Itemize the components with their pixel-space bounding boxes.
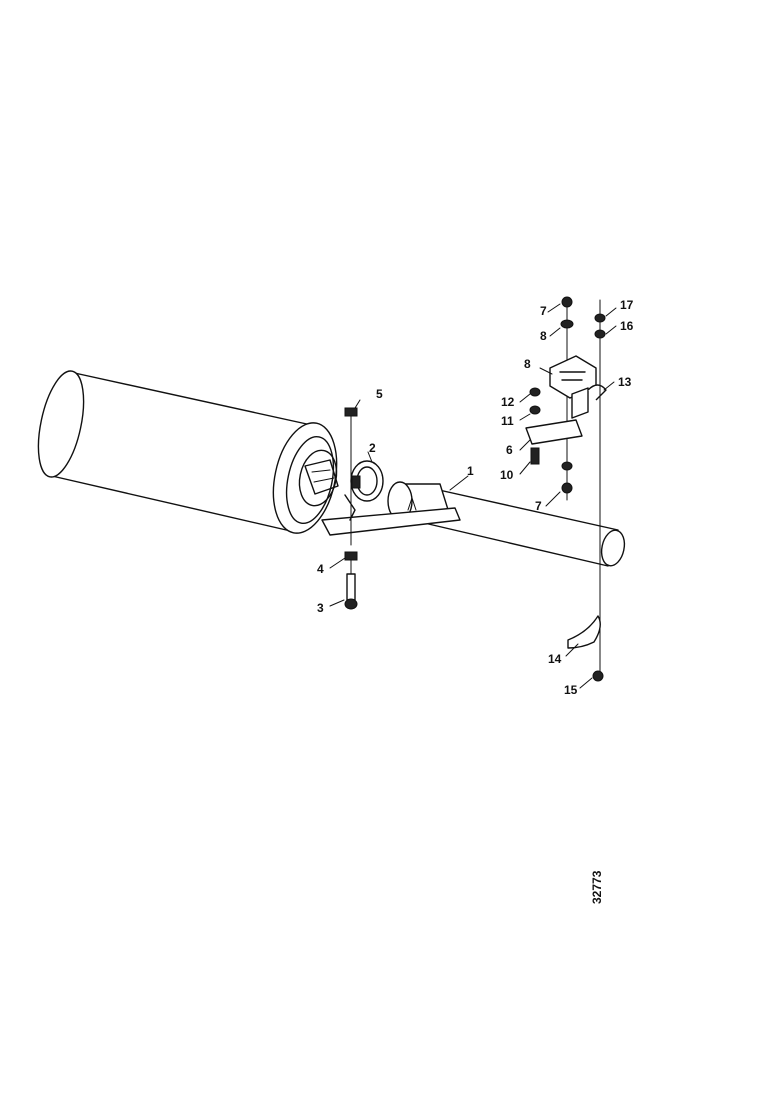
callout-10: 10	[500, 468, 514, 482]
callout-7-top: 7	[540, 304, 547, 318]
callout-8-mid: 8	[524, 357, 531, 371]
callout-13: 13	[618, 375, 632, 389]
callout-7-bottom: 7	[535, 499, 542, 513]
hanger-assembly	[525, 296, 607, 501]
muffler	[37, 370, 339, 534]
exhaust-pipe	[387, 481, 626, 567]
callout-8-top: 8	[540, 329, 547, 343]
callout-4: 4	[317, 562, 324, 576]
callout-15: 15	[564, 683, 578, 697]
callout-5: 5	[376, 387, 383, 401]
clamp-assembly	[321, 460, 461, 536]
callout-labels: 1 2 3 4 5 6 7 7 8 8 10 11 12 13 14 15 16…	[317, 298, 634, 697]
figure-reference-number: 32773	[590, 870, 604, 904]
callout-11: 11	[501, 414, 514, 428]
callout-2: 2	[369, 441, 376, 455]
callout-16: 16	[620, 319, 634, 333]
callout-14: 14	[548, 652, 562, 666]
callout-3: 3	[317, 601, 324, 615]
callout-12: 12	[501, 395, 515, 409]
callout-1: 1	[467, 464, 474, 478]
callout-17: 17	[620, 298, 634, 312]
leader-lines	[329, 303, 617, 689]
right-bolt-stack	[567, 299, 606, 682]
left-bolt-stack	[344, 407, 358, 610]
callout-6: 6	[506, 443, 513, 457]
